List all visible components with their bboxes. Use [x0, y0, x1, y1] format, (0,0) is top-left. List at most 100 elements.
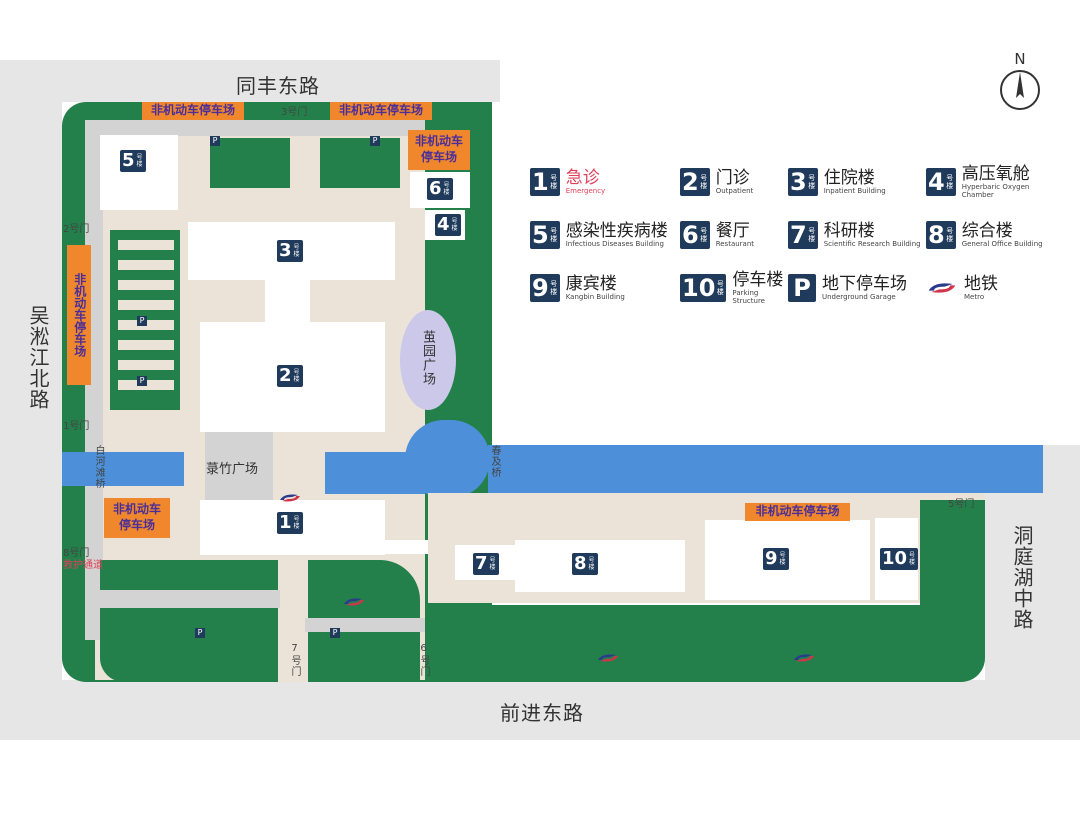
bike-parking-east: 非机动车停车场 [745, 503, 850, 521]
north-label: N [1014, 50, 1026, 68]
metro-icon [598, 654, 618, 662]
parking-icon: P [137, 376, 147, 386]
badge-number: 7 [790, 221, 807, 249]
badge-suffix: 号楼 [700, 174, 708, 190]
building-5 [100, 135, 178, 210]
road-label-east: 洞庭湖中路 [1010, 525, 1034, 630]
badge-suffix: 号楼 [489, 557, 496, 571]
legend-en: Metro [964, 293, 985, 301]
bike-parking-line2: 停车场 [118, 518, 155, 532]
bridge-baihe-label: 白河滩桥 [93, 445, 104, 489]
badge-number: 6 [429, 178, 442, 199]
parking-icon: P [370, 136, 380, 146]
bike-parking-line2: 停车场 [420, 150, 457, 164]
legend-zh: 门诊 [715, 168, 750, 188]
legend-zh: 高压氧舱 [961, 164, 1030, 184]
legend-zh: 综合楼 [961, 221, 1013, 241]
badge-suffix: 号楼 [808, 174, 816, 190]
legend-zh: 感染性疾病楼 [565, 221, 668, 241]
legend-en: General Office Building [961, 240, 1043, 248]
plaza-jianyuan [400, 310, 456, 410]
badge-number: 1 [279, 512, 292, 533]
gate-6: 6号门 [418, 643, 429, 677]
plaza-luzhu-label: 菉竹广场 [206, 462, 259, 477]
badge-number: P [793, 274, 811, 302]
legend-en: Outpatient [715, 187, 754, 195]
badge-number: 8 [928, 221, 945, 249]
bike-parking-north-1: 非机动车停车场 [142, 102, 244, 120]
path-7 [278, 560, 308, 682]
gate-2: 2号门 [63, 224, 90, 235]
metro-icon [280, 494, 300, 502]
road-label-south: 前进东路 [500, 701, 584, 725]
badge-suffix: 号楼 [550, 227, 558, 243]
legend-en: Kangbin Building [565, 293, 625, 301]
campus-east-right-green [920, 500, 985, 610]
bike-parking-southwest: 非机动车停车场 [104, 498, 170, 538]
campus-east-green [428, 605, 985, 682]
badge-suffix: 号楼 [293, 516, 300, 530]
badge-suffix: 号楼 [779, 552, 786, 566]
badge-suffix: 号楼 [588, 557, 595, 571]
badge-number: 10 [882, 548, 908, 569]
badge-number: 10 [682, 274, 716, 302]
badge-number: 8 [574, 553, 587, 574]
road-east [985, 445, 1080, 740]
parking-icon: P [788, 274, 816, 302]
legend-en: Scientific Research Building [823, 240, 921, 248]
gate-5: 5号门 [948, 499, 975, 510]
road-west [0, 60, 62, 740]
bike-parking-north-2: 非机动车停车场 [330, 102, 432, 120]
badge-number: 7 [475, 553, 488, 574]
legend-zh: 科研楼 [823, 221, 875, 241]
ambulance-lane: 救护通道 [63, 560, 103, 571]
road-label-north: 同丰东路 [236, 74, 320, 98]
badge-suffix: 号楼 [946, 174, 954, 190]
badge-number: 2 [279, 365, 292, 386]
badge-suffix: 号楼 [443, 182, 450, 196]
garden-2 [320, 138, 400, 188]
legend-zh: 地铁 [964, 274, 998, 294]
badge-suffix: 号楼 [293, 369, 300, 383]
north-compass: N [998, 50, 1042, 120]
badge-number: 2 [682, 168, 699, 196]
badge-suffix: 号楼 [293, 244, 300, 258]
parking-icon: P [210, 136, 220, 146]
badge-suffix: 号楼 [136, 154, 143, 168]
bike-parking-line1: 非机动车 [112, 502, 161, 517]
connector-23 [265, 280, 310, 325]
badge-number: 6 [682, 221, 699, 249]
gate-7: 7号门 [289, 643, 300, 677]
badge-suffix: 号楼 [946, 227, 954, 243]
metro-icon [344, 598, 364, 606]
parking-icon: P [330, 628, 340, 638]
legend-en: Underground Garage [822, 293, 896, 301]
legend-zh: 地下停车场 [822, 274, 907, 294]
bridge-chunji-label: 春及桥 [489, 445, 500, 478]
badge-suffix: 号楼 [700, 227, 708, 243]
